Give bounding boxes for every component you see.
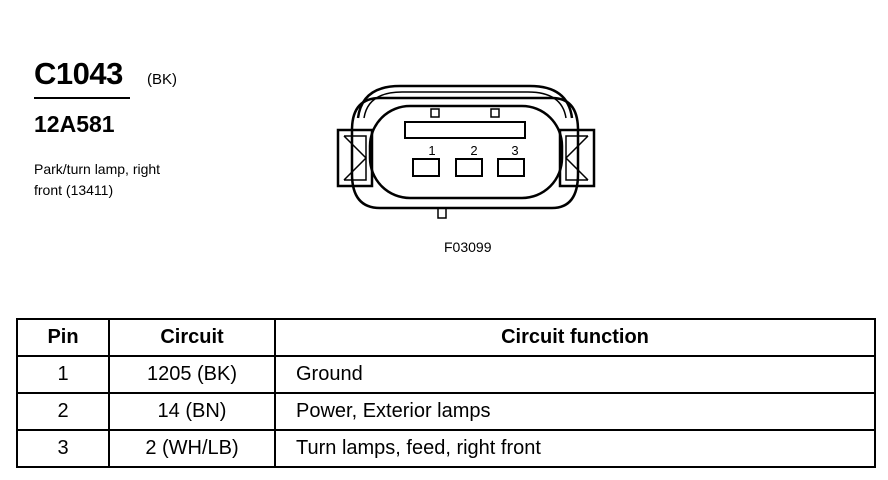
- connector-inner-cavity: [368, 104, 564, 200]
- bottom-key: [437, 207, 447, 219]
- pin-cell: 1: [16, 355, 110, 394]
- connector-latch-lip: [356, 84, 574, 119]
- connector-color: (BK): [147, 71, 177, 88]
- function-cell: Power, Exterior lamps: [274, 392, 876, 431]
- function-cell: Turn lamps, feed, right front: [274, 429, 876, 468]
- pinout-table: Pin Circuit Circuit function 1 1205 (BK)…: [16, 318, 876, 468]
- connector-outer-housing: [350, 96, 580, 210]
- pin-1-terminal: [412, 158, 440, 177]
- title-rule: [34, 97, 130, 99]
- connector-face-diagram: 1 2 3: [336, 84, 596, 219]
- table-header-row: Pin Circuit Circuit function: [16, 318, 876, 357]
- circuit-cell: 14 (BN): [108, 392, 276, 431]
- left-lock-tab: [336, 128, 374, 188]
- table-row: 2 14 (BN) Power, Exterior lamps: [16, 392, 876, 431]
- pin-cell: 2: [16, 392, 110, 431]
- description-line-1: Park/turn lamp, right: [34, 161, 161, 177]
- function-cell: Ground: [274, 355, 876, 394]
- header-circuit-function: Circuit function: [274, 318, 876, 357]
- pin-cell: 3: [16, 429, 110, 468]
- connector-key-bar: [404, 121, 526, 139]
- pin-2-label: 2: [470, 143, 477, 158]
- pin-3-label: 3: [511, 143, 518, 158]
- right-lock-tab: [558, 128, 596, 188]
- pin-2-terminal: [455, 158, 483, 177]
- pin-1-label: 1: [428, 143, 435, 158]
- figure-id: F03099: [444, 239, 492, 255]
- connector-id: C1043: [34, 56, 123, 91]
- pin-3-terminal: [497, 158, 525, 177]
- description-line-2: front (13411): [34, 182, 114, 198]
- circuit-cell: 2 (WH/LB): [108, 429, 276, 468]
- header-pin: Pin: [16, 318, 110, 357]
- header-circuit: Circuit: [108, 318, 276, 357]
- circuit-cell: 1205 (BK): [108, 355, 276, 394]
- table-row: 3 2 (WH/LB) Turn lamps, feed, right fron…: [16, 429, 876, 468]
- part-number: 12A581: [34, 111, 115, 137]
- connector-description: Park/turn lamp, right front (13411): [34, 159, 224, 201]
- table-row: 1 1205 (BK) Ground: [16, 355, 876, 394]
